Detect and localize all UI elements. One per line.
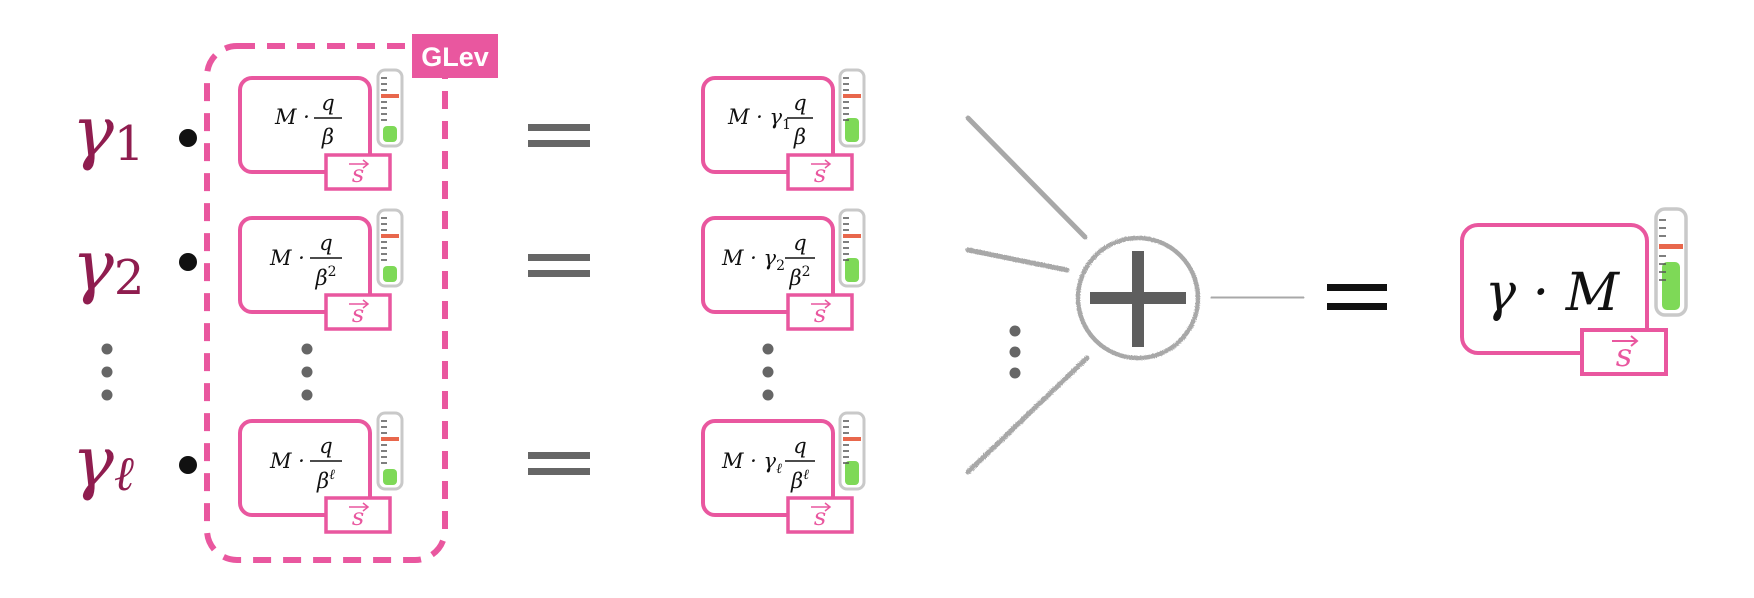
row-3-right-prefix: M · γℓ: [721, 449, 782, 477]
result-noise-gauge-icon: [1654, 207, 1688, 317]
row-1-right-box: M · γ1 q β s: [701, 68, 866, 191]
sum-input-ellipsis: [1009, 325, 1021, 379]
row-2-left-box: M · q β2 s: [238, 208, 404, 331]
row-3-right-numerator: q: [793, 434, 806, 458]
row-2-left-prefix: M ·: [269, 246, 305, 270]
row-2-right-vector: s: [814, 300, 826, 328]
row-2-bullet: [179, 253, 197, 271]
row-3: γℓ M · q βℓ s M · γℓ q βℓ: [72, 411, 866, 534]
row-3-right-vector: s: [814, 503, 826, 531]
row-1-right-vector-arrow-icon: [811, 159, 832, 169]
row-1-left-vector: s: [352, 160, 364, 188]
row-2-left-vector: s: [352, 300, 364, 328]
row-1: γ1 M · q β s M · γ1 q β: [72, 68, 866, 191]
result-vector-arrow-icon: [1612, 335, 1639, 347]
row-2-right-prefix: M · γ2: [721, 246, 785, 274]
coefficient-ellipsis: [101, 343, 113, 401]
glev-badge-label: GLev: [421, 42, 489, 72]
row-3-left-noise-gauge-icon: [376, 411, 404, 491]
row-3-right-box: M · γℓ q βℓ s: [701, 411, 866, 534]
row-1-left-vector-arrow-icon: [349, 159, 370, 169]
row-2-left-noise-gauge-icon: [376, 208, 404, 288]
row-2: γ2 M · q β2 s M · γ2 q β2: [72, 208, 866, 331]
row-3-coefficient: γℓ: [72, 421, 134, 503]
row-3-right-denominator: βℓ: [790, 467, 809, 493]
row-3-left-prefix: M ·: [269, 449, 305, 473]
row-1-right-noise-gauge-icon: [838, 68, 866, 148]
row-2-right-vector-arrow-icon: [811, 299, 832, 309]
row-3-left-vector: s: [352, 503, 364, 531]
row-3-equals: [528, 452, 590, 475]
row-3-left-denominator: βℓ: [316, 467, 335, 493]
row-3-left-vector-arrow-icon: [349, 502, 370, 512]
row-1-left-noise-gauge-icon: [376, 68, 404, 148]
final-equals: [1327, 284, 1387, 310]
row-2-right-noise-gauge-icon: [838, 208, 866, 288]
result-vector: s: [1616, 336, 1632, 374]
row-3-left-box: M · q βℓ s: [238, 411, 404, 534]
sum-circle: [1075, 235, 1201, 361]
left-box-ellipsis: [301, 343, 313, 401]
row-1-coefficient: γ1: [72, 91, 144, 173]
row-2-left-numerator: q: [319, 231, 332, 255]
sum-input-line-1: [965, 115, 1088, 240]
row-2-right-denominator: β2: [788, 264, 810, 290]
row-1-left-denominator: β: [321, 125, 334, 149]
row-2-left-denominator: β2: [314, 264, 336, 290]
sum-input-lines: [965, 115, 1090, 475]
row-2-coefficient: γ2: [72, 225, 144, 307]
row-2-right-box: M · γ2 q β2 s: [701, 208, 866, 331]
result-expression: γ · M: [1485, 263, 1621, 323]
right-box-ellipsis: [762, 343, 774, 401]
row-3-bullet: [179, 456, 197, 474]
row-1-equals: [528, 124, 590, 147]
row-3-right-vector-arrow-icon: [811, 502, 832, 512]
row-1-left-prefix: M ·: [274, 105, 310, 129]
sum-input-line-3: [965, 355, 1090, 475]
plus-icon: [1090, 251, 1186, 347]
sum-operator: [1075, 235, 1201, 361]
row-1-left-numerator: q: [321, 91, 334, 115]
row-1-left-box: M · q β s: [238, 68, 404, 191]
sum-output-line: [1210, 294, 1305, 301]
row-2-right-numerator: q: [793, 231, 806, 255]
row-1-right-prefix: M · γ1: [727, 105, 791, 133]
sum-input-line-2: [965, 247, 1070, 273]
row-3-right-noise-gauge-icon: [838, 411, 866, 491]
row-1-right-numerator: q: [793, 91, 806, 115]
glev-group-frame: [204, 43, 448, 563]
row-1-right-vector: s: [814, 160, 826, 188]
row-3-left-numerator: q: [319, 434, 332, 458]
row-2-left-vector-arrow-icon: [349, 299, 370, 309]
row-1-right-denominator: β: [793, 125, 806, 149]
row-2-equals: [528, 254, 590, 277]
result-box: γ · M s: [1460, 207, 1688, 376]
row-1-bullet: [179, 129, 197, 147]
glev-badge: GLev: [412, 34, 498, 78]
